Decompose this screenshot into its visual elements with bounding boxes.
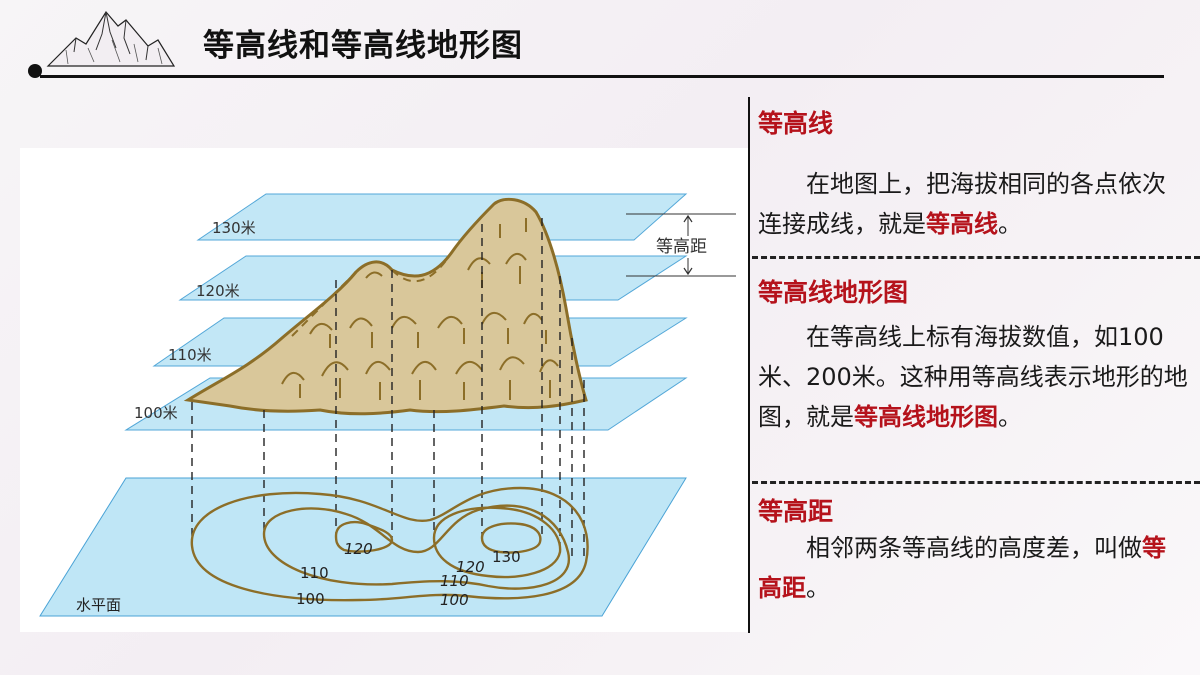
contour-diagram: 130米 120米 110米 100米 等高距 水平面 120 130 120 … [39, 193, 736, 617]
contour-100 [190, 486, 589, 602]
plane-label-120: 120米 [196, 282, 240, 300]
section-body: 在等高线上标有海拔数值，如100米、200米。这种用等高线表示地形的地图，就是等… [758, 317, 1188, 437]
section-contour-map: 等高线地形图 在等高线上标有海拔数值，如100米、200米。这种用等高线表示地形… [758, 277, 1188, 437]
body-end: 。 [806, 574, 830, 602]
contour-label-130: 130 [492, 548, 521, 566]
contour-label-100-left: 100 [296, 590, 325, 608]
contour-130 [480, 522, 542, 554]
plane-label-130: 130米 [212, 219, 256, 237]
body-text: 在等高线上标有海拔数值，如100米、200米。这种用等高线表示地形的地图，就是 [758, 323, 1188, 431]
section-contour-line: 等高线 在地图上，把海拔相同的各点依次连接成线，就是等高线。 [758, 108, 1188, 244]
section-body: 在地图上，把海拔相同的各点依次连接成线，就是等高线。 [758, 164, 1188, 244]
body-text: 相邻两条等高线的高度差，叫做 [806, 534, 1142, 562]
section-body: 相邻两条等高线的高度差，叫做等高距。 [758, 528, 1188, 608]
contour-label-110-right: 110 [440, 572, 469, 590]
contour-label-100-right: 100 [440, 591, 469, 609]
body-end: 。 [998, 210, 1022, 238]
section-title: 等高线地形图 [758, 278, 909, 307]
body-highlight: 等高线 [926, 210, 998, 238]
terrain-texture [281, 218, 559, 400]
body-highlight: 等高线地形图 [854, 403, 998, 431]
section-title: 等高距 [758, 497, 834, 526]
contour-110 [262, 504, 571, 590]
section-title: 等高线 [758, 109, 834, 138]
contour-diagram-panel: 130米 120米 110米 100米 等高距 水平面 120 130 120 … [20, 148, 748, 632]
section-contour-interval: 等高距 相邻两条等高线的高度差，叫做等高距。 [758, 496, 1188, 608]
contour-120-right [432, 506, 562, 579]
body-highlight: 等高距 [758, 534, 1166, 602]
dashed-divider [752, 481, 1200, 484]
dashed-divider [752, 256, 1200, 259]
plane-label-110: 110米 [168, 346, 212, 364]
interval-marker [626, 213, 736, 277]
plane-130 [196, 193, 688, 241]
base-plane-label: 水平面 [76, 596, 121, 614]
title-bullet-dot [28, 64, 42, 78]
body-end: 。 [998, 403, 1022, 431]
mountain-logo-icon [46, 10, 176, 67]
interval-label: 等高距 [656, 237, 707, 257]
contour-120-left [334, 521, 394, 553]
contour-label-110-left: 110 [300, 564, 329, 582]
title-underline [40, 75, 1164, 78]
contour-lines [190, 486, 589, 602]
contour-label-120-left: 120 [344, 540, 373, 558]
title-bar: 等高线和等高线地形图 [0, 0, 1200, 90]
page-title: 等高线和等高线地形图 [203, 28, 523, 64]
projection-lines [191, 218, 585, 562]
body-text: 在地图上，把海拔相同的各点依次连接成线，就是 [758, 170, 1166, 238]
contour-label-120-right: 120 [456, 558, 485, 576]
plane-label-100: 100米 [134, 404, 178, 422]
vertical-divider [748, 97, 750, 633]
